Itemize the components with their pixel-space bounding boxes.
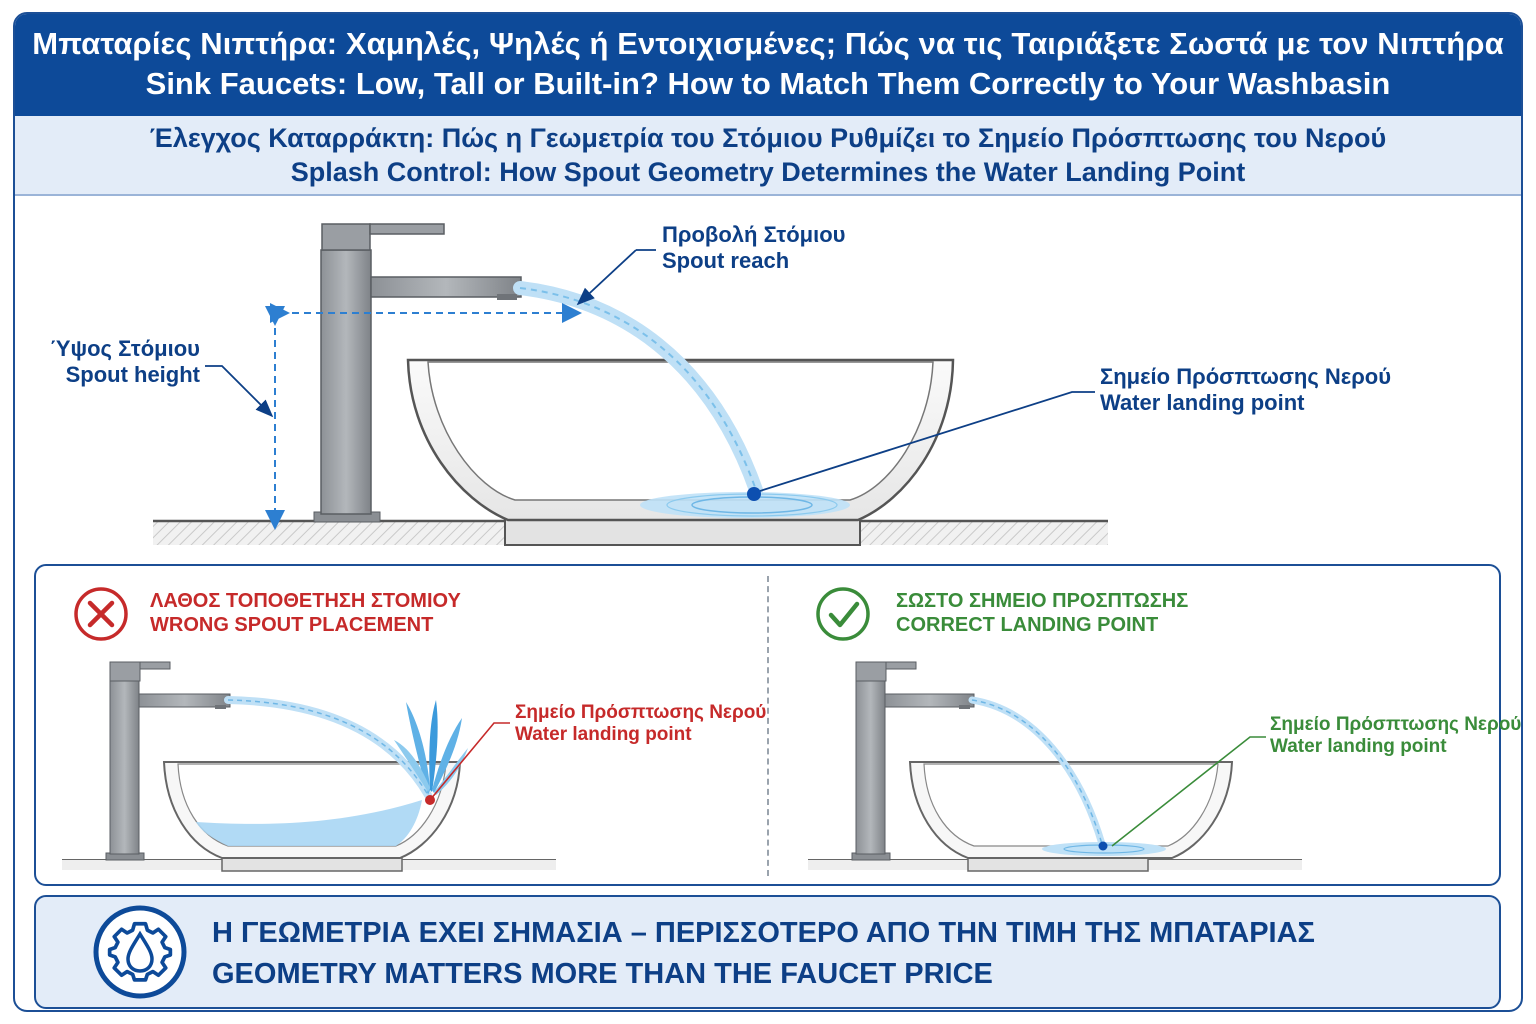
section-header: Έλεγχος Καταρράκτη: Πώς η Γεωμετρία του … xyxy=(15,116,1521,196)
water-stream xyxy=(513,281,763,497)
basin xyxy=(406,358,955,546)
correct-landing-label: Σημείο Πρόσπτωσης Νερού Water landing po… xyxy=(1270,714,1521,759)
wrong-landing-label: Σημείο Πρόσπτωσης Νερού Water landing po… xyxy=(515,702,766,747)
check-circle-icon xyxy=(816,587,870,641)
correct-title: ΣΩΣΤΟ ΣΗΜΕΙΟ ΠΡΟΣΠΤΩΣΗΣ CORRECT LANDING … xyxy=(896,590,1188,637)
landing-point-marker xyxy=(747,487,761,501)
spout-reach-label: Προβολή Στόμιου Spout reach xyxy=(662,222,846,274)
spout-height-label-greek: Ύψος Στόμιου xyxy=(50,336,200,361)
spout-reach-label-greek: Προβολή Στόμιου xyxy=(662,222,846,247)
section-title-greek: Έλεγχος Καταρράκτη: Πώς η Γεωμετρία του … xyxy=(149,123,1387,153)
panel-divider xyxy=(767,576,769,876)
wrong-landing-label-greek: Σημείο Πρόσπτωσης Νερού xyxy=(515,702,767,723)
spout-height-leader xyxy=(205,365,274,418)
landing-point-label-english: Water landing point xyxy=(1100,389,1305,415)
correct-landing-label-english: Water landing point xyxy=(1270,736,1447,758)
landing-point-leader xyxy=(759,391,1095,492)
summary-banner: Η ΓΕΩΜΕΤΡΙΑ ΕΧΕΙ ΣΗΜΑΣΙΑ – ΠΕΡΙΣΣΟΤΕΡΟ Α… xyxy=(34,895,1501,1009)
landing-point-label: Σημείο Πρόσπτωσης Νερού Water landing po… xyxy=(1100,364,1391,416)
spout-reach-label-english: Spout reach xyxy=(662,247,790,273)
correct-landing-label-greek: Σημείο Πρόσπτωσης Νερού xyxy=(1270,714,1522,735)
page-title-english: Sink Faucets: Low, Tall or Built-in? How… xyxy=(145,66,1391,101)
page-title-greek: Μπαταρίες Νιπτήρα: Χαμηλές, Ψηλές ή Εντο… xyxy=(32,26,1504,61)
tall-faucet xyxy=(313,223,522,523)
wrong-scene xyxy=(62,661,556,872)
x-circle-icon xyxy=(74,587,128,641)
spout-height-label: Ύψος Στόμιου Spout height xyxy=(50,336,200,388)
wrong-landing-label-english: Water landing point xyxy=(515,724,692,746)
page-header: Μπαταρίες Νιπτήρα: Χαμηλές, Ψηλές ή Εντο… xyxy=(15,14,1521,116)
wrong-title: ΛΑΘΟΣ ΤΟΠΟΘΕΤΗΣΗ ΣΤΟΜΙΟΥ WRONG SPOUT PLA… xyxy=(150,590,461,637)
wrong-title-english: WRONG SPOUT PLACEMENT xyxy=(150,613,434,636)
splash-icon xyxy=(394,700,468,795)
landing-point-label-greek: Σημείο Πρόσπτωσης Νερού xyxy=(1100,364,1392,389)
correct-title-greek: ΣΩΣΤΟ ΣΗΜΕΙΟ ΠΡΟΣΠΤΩΣΗΣ xyxy=(896,590,1189,612)
section-title-english: Splash Control: How Spout Geometry Deter… xyxy=(290,157,1246,187)
correct-title-english: CORRECT LANDING POINT xyxy=(896,613,1159,636)
summary-banner-greek: Η ΓΕΩΜΕΤΡΙΑ ΕΧΕΙ ΣΗΜΑΣΙΑ – ΠΕΡΙΣΣΟΤΕΡΟ Α… xyxy=(212,917,1315,949)
wrong-title-greek: ΛΑΘΟΣ ΤΟΠΟΘΕΤΗΣΗ ΣΤΟΜΙΟΥ xyxy=(150,590,461,612)
correct-scene xyxy=(808,661,1302,872)
summary-banner-english: GEOMETRY MATTERS MORE THAN THE FAUCET PR… xyxy=(212,958,993,990)
spout-height-label-english: Spout height xyxy=(65,361,200,387)
spout-reach-leader-line xyxy=(576,249,637,306)
